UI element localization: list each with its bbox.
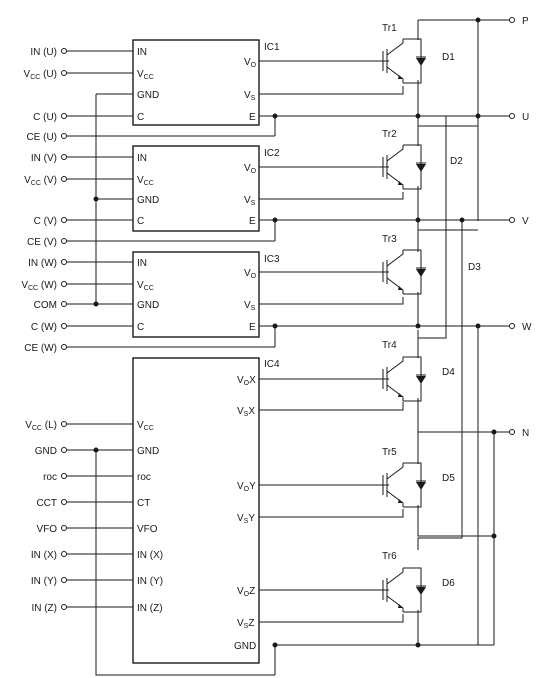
ic3-pin-c: C	[137, 322, 144, 333]
ic4-pin-roc: roc	[137, 472, 151, 483]
label-vcc-l: VCC (L)	[25, 420, 57, 432]
ic1-box	[132, 39, 260, 126]
ic3-pin-in: IN	[137, 258, 147, 269]
ic3-label: IC3	[264, 254, 280, 265]
ic2-pin-gnd: GND	[137, 195, 159, 206]
label-c-v: C (V)	[34, 216, 57, 227]
ic4-pin-vsx: VSX	[237, 406, 255, 418]
ic4-pin-vsz: VSZ	[237, 618, 254, 630]
ic3-pin-vcc: VCC	[137, 280, 154, 292]
label-vcc-v: VCC (V)	[24, 175, 57, 187]
label-in-z: IN (Z)	[31, 603, 57, 614]
ic2-pin-vo: VO	[244, 163, 257, 175]
ic1-pin-in: IN	[137, 47, 147, 58]
ic3-pin-gnd: GND	[137, 300, 159, 311]
label-com: COM	[34, 300, 57, 311]
d4-label: D4	[442, 367, 455, 378]
output-w: W	[522, 322, 532, 333]
ic1-pin-c: C	[137, 112, 144, 123]
label-in-x: IN (X)	[31, 550, 57, 561]
ic2-pin-in: IN	[137, 153, 147, 164]
tr4-cell	[382, 356, 427, 402]
d2-label: D2	[450, 156, 463, 167]
tr2-label: Tr2	[382, 129, 397, 140]
right-wiring	[259, 19, 510, 646]
tr1-cell	[382, 38, 427, 84]
d3-label: D3	[468, 262, 481, 273]
output-n: N	[522, 428, 529, 439]
d5-label: D5	[442, 473, 455, 484]
tr1-label: Tr1	[382, 23, 397, 34]
tr2-cell	[382, 144, 427, 190]
ic2-box	[132, 145, 260, 232]
ic4-pin-voy: VOY	[237, 481, 256, 493]
label-in-w: IN (W)	[28, 258, 57, 269]
label-in-u: IN (U)	[30, 47, 57, 58]
ic4-pin-gnd: GND	[137, 446, 159, 457]
d6-label: D6	[442, 578, 455, 589]
ic3-pin-vo: VO	[244, 268, 257, 280]
left-terminals	[61, 48, 67, 610]
label-c-u: C (U)	[33, 112, 57, 123]
ic2-pin-vs: VS	[244, 195, 256, 207]
tr5-cell	[382, 462, 427, 508]
ic4-pin-vox: VOX	[237, 375, 256, 387]
output-p: P	[522, 16, 529, 27]
ic1-pin-gnd: GND	[137, 90, 159, 101]
label-gnd: GND	[35, 446, 57, 457]
output-v: V	[522, 216, 529, 227]
ic2-pin-e: E	[249, 216, 256, 227]
ic1-pin-vcc: VCC	[137, 69, 154, 81]
ic4-pin-in-x: IN (X)	[137, 550, 163, 561]
label-ce-v: CE (V)	[27, 237, 57, 248]
ic1-pin-vo: VO	[244, 57, 257, 69]
tr6-label: Tr6	[382, 551, 397, 562]
tr6-cell	[382, 567, 427, 613]
d1-label: D1	[442, 52, 455, 63]
label-vcc-u: VCC (U)	[24, 69, 57, 81]
label-vfo: VFO	[36, 524, 57, 535]
left-junctions	[93, 196, 99, 453]
tr4-label: Tr4	[382, 340, 397, 351]
ic4-pin-in-z: IN (Z)	[137, 603, 163, 614]
ic1-pin-vs: VS	[244, 90, 256, 102]
ic1-label: IC1	[264, 42, 280, 53]
ic2-pin-c: C	[137, 216, 144, 227]
label-roc: roc	[43, 472, 57, 483]
output-terminals	[509, 17, 515, 435]
label-ce-u: CE (U)	[26, 132, 57, 143]
label-ce-w: CE (W)	[24, 343, 57, 354]
ic2-pin-vcc: VCC	[137, 175, 154, 187]
label-vcc-w: VCC (W)	[21, 280, 57, 292]
ic4-label: IC4	[264, 359, 280, 370]
tr3-label: Tr3	[382, 234, 397, 245]
ic3-box	[132, 251, 260, 338]
ic3-pin-e: E	[249, 322, 256, 333]
label-c-w: C (W)	[31, 322, 57, 333]
ic4-pin-voz: VOZ	[237, 586, 255, 598]
ic2-label: IC2	[264, 148, 280, 159]
left-input-wires	[64, 50, 276, 676]
label-in-y: IN (Y)	[31, 576, 57, 587]
tr3-cell	[382, 249, 427, 295]
output-u: U	[522, 112, 529, 123]
ic4-pin-gnd-out: GND	[234, 641, 256, 652]
ic4-pin-vsy: VSY	[237, 513, 255, 525]
ic4-pin-ct: CT	[137, 498, 150, 509]
right-junctions	[272, 17, 497, 648]
ic4-pin-vfo: VFO	[137, 524, 158, 535]
label-cct: CCT	[36, 498, 57, 509]
ic4-box	[132, 357, 260, 664]
ic4-pin-vcc: VCC	[137, 420, 154, 432]
label-in-v: IN (V)	[31, 153, 57, 164]
ic3-pin-vs: VS	[244, 300, 256, 312]
ic4-pin-in-y: IN (Y)	[137, 576, 163, 587]
tr5-label: Tr5	[382, 447, 397, 458]
ic1-pin-e: E	[249, 112, 256, 123]
